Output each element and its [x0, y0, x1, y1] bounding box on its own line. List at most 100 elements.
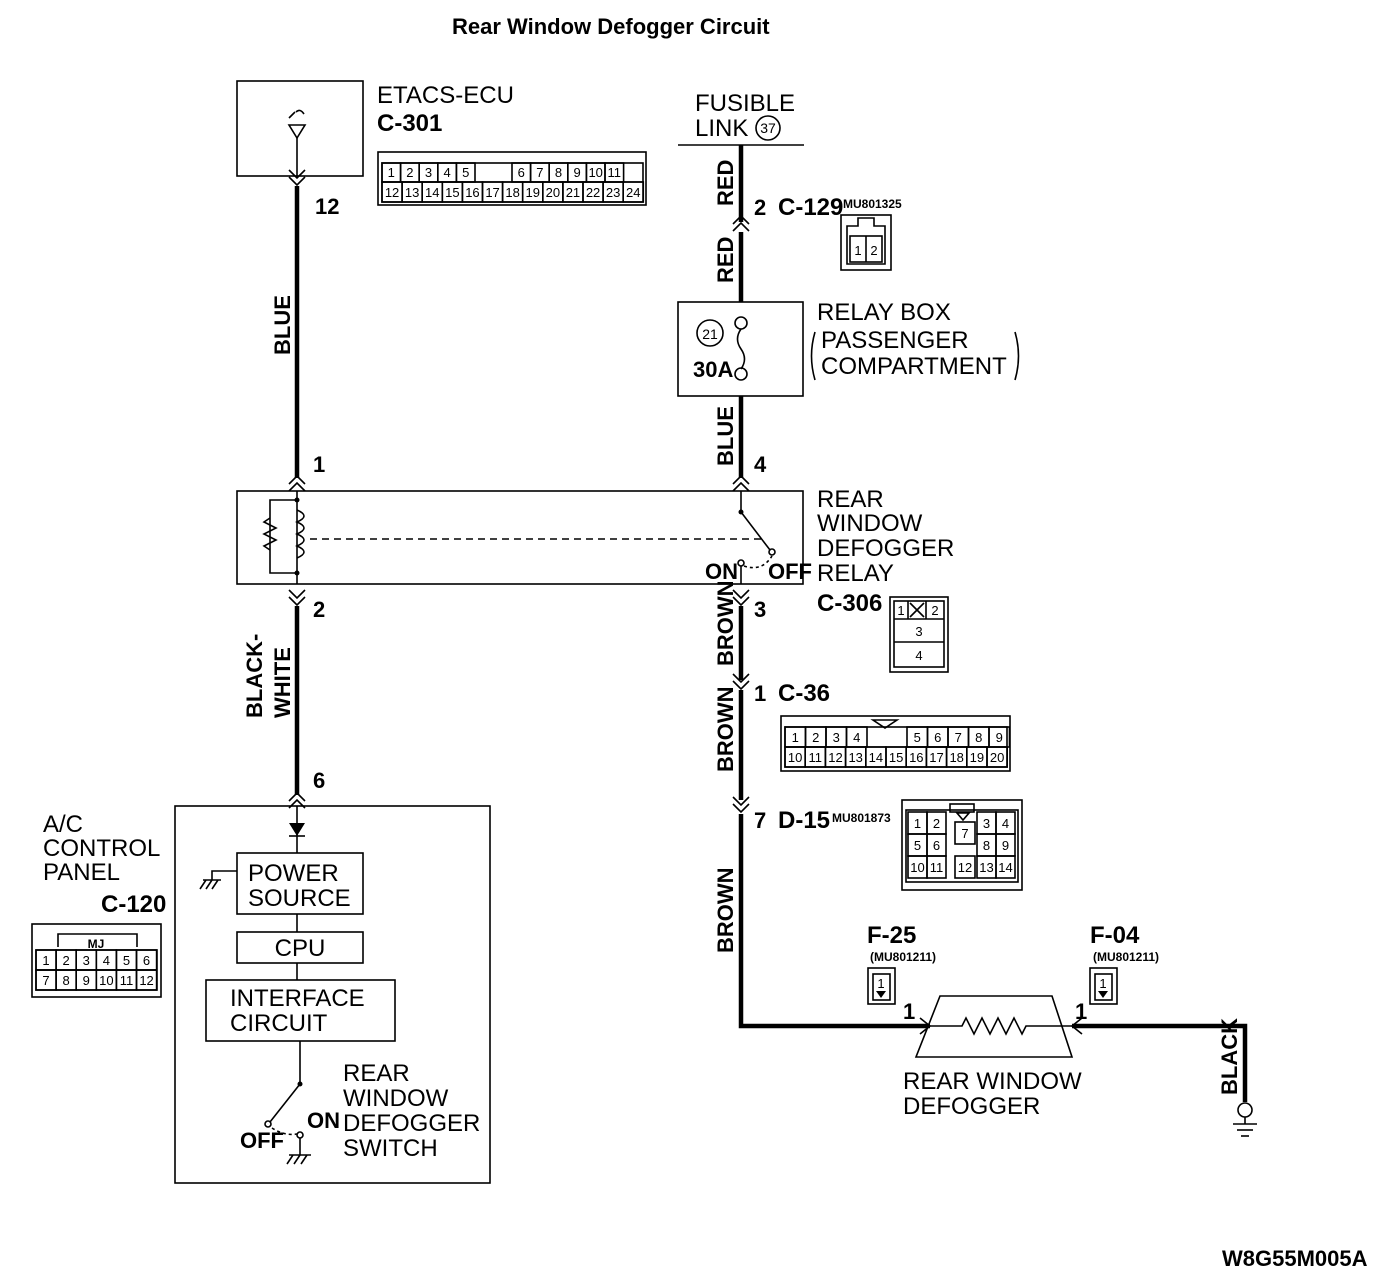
c301-pin-2: 2 [406, 165, 413, 180]
body-ground-icon [1233, 1102, 1257, 1137]
cpu-block [236, 931, 364, 964]
c36-pin-7: 7 [955, 730, 962, 745]
etacs-ecu: ETACS-ECU C-301 12 [236, 80, 514, 219]
c301-pin-19: 19 [526, 185, 540, 200]
f25-face-pin: 1 [877, 976, 884, 991]
c120-pin-7: 7 [42, 973, 49, 988]
f04-connector: F-04 (MU801211) 1 [1089, 922, 1159, 1005]
switch-ground-icon [286, 1154, 311, 1165]
f04-connector-label: F-04 [1090, 922, 1140, 949]
c36-pin-17: 17 [929, 750, 943, 765]
defogger-line1: REAR WINDOW [903, 1068, 1082, 1095]
relay-on-label: ON [705, 559, 738, 584]
etacs-name: ETACS-ECU [377, 82, 514, 109]
c301-pin-5: 5 [462, 165, 469, 180]
d15-pin-12: 12 [958, 860, 972, 875]
c301-pin-14: 14 [425, 185, 439, 200]
relay-line1: REAR [817, 486, 884, 513]
c36-pin-13: 13 [848, 750, 862, 765]
d15-pin-3: 3 [983, 816, 990, 831]
c36-pin-6: 6 [934, 730, 941, 745]
c120-pin-4: 4 [103, 953, 110, 968]
c306-connector-face: 1 2 3 4 [889, 596, 949, 673]
relay-pin-2: 2 [313, 597, 325, 622]
relay-pin-3: 3 [754, 597, 766, 622]
c36-pin-3: 3 [833, 730, 840, 745]
d15-pin-4: 4 [1002, 816, 1009, 831]
c36-pin-11: 11 [809, 750, 823, 765]
c301-pin-6: 6 [518, 165, 525, 180]
d15-pin-13: 13 [979, 860, 993, 875]
c129-pin: 2 [754, 195, 766, 220]
c120-pin-3: 3 [83, 953, 90, 968]
f04-part: (MU801211) [1093, 950, 1159, 964]
c36-pin-12: 12 [828, 750, 842, 765]
relay-line2: WINDOW [817, 510, 923, 537]
fusible-link-line1: FUSIBLE [695, 90, 795, 117]
d15-pin-14: 14 [998, 860, 1012, 875]
c129-pin-2: 2 [870, 243, 877, 258]
d15-part: MU801873 [832, 811, 891, 825]
c129-connector-face: 1 2 [840, 214, 892, 271]
c129-pin-1: 1 [854, 243, 861, 258]
f25-connector: F-25 (MU801211) 1 [867, 922, 936, 1005]
d15-pin-10: 10 [910, 860, 924, 875]
ac-panel-connector: C-120 [101, 891, 166, 918]
ac-panel-line1: A/C [43, 811, 83, 838]
c129-connector: C-129 [778, 194, 843, 221]
c120-pin-9: 9 [83, 973, 90, 988]
d15-pin-11: 11 [930, 860, 944, 875]
switch-line4: SWITCH [343, 1135, 438, 1162]
rear-window-defogger: REAR WINDOW DEFOGGER [903, 995, 1083, 1120]
c120-pin-8: 8 [63, 973, 70, 988]
power-source-line2: SOURCE [248, 885, 351, 912]
c36-pin-8: 8 [975, 730, 982, 745]
wire-label-black-white-1: BLACK- [242, 634, 267, 718]
d15-pin-8: 8 [983, 838, 990, 853]
etacs-connector: C-301 [377, 110, 442, 137]
relay-off-label: OFF [768, 559, 812, 584]
c120-pin-5: 5 [123, 953, 130, 968]
switch-on-label: ON [307, 1108, 340, 1133]
c301-pin-20: 20 [546, 185, 560, 200]
c301-pin-24: 24 [626, 185, 640, 200]
ac-control-panel: A/C CONTROL PANEL C-120 POWER SOURCE CPU… [43, 805, 491, 1184]
c301-pin-22: 22 [586, 185, 600, 200]
interface-line1: INTERFACE [230, 985, 365, 1012]
c36-pin-19: 19 [970, 750, 984, 765]
switch-line1: REAR [343, 1060, 410, 1087]
c36-pin-2: 2 [812, 730, 819, 745]
c301-pin-9: 9 [573, 165, 580, 180]
ac-panel-line3: PANEL [43, 859, 120, 886]
wire-label-black-white-2: WHITE [270, 647, 295, 718]
diagram-title: Rear Window Defogger Circuit [452, 14, 770, 39]
c301-pin-18: 18 [505, 185, 519, 200]
f25-connector-label: F-25 [867, 922, 916, 949]
d15-pin-2: 2 [933, 816, 940, 831]
c36-pin-4: 4 [853, 730, 860, 745]
cpu-label: CPU [275, 935, 326, 962]
c120-pin-1: 1 [42, 953, 49, 968]
f25-part: (MU801211) [870, 950, 936, 964]
c301-pin-11: 11 [608, 165, 622, 180]
c306-pin-1: 1 [897, 603, 904, 618]
c129-part: MU801325 [843, 197, 902, 211]
c36-pin-15: 15 [889, 750, 903, 765]
wire-label-red-top: RED [713, 160, 738, 206]
c36-pin-9: 9 [996, 730, 1003, 745]
wire-label-red-mid: RED [713, 237, 738, 283]
d15-connector: D-15 [778, 807, 830, 834]
d15-pin-5: 5 [914, 838, 921, 853]
wire-label-brown-1: BROWN [713, 580, 738, 666]
relay-connector: C-306 [817, 590, 882, 617]
interface-line2: CIRCUIT [230, 1010, 328, 1037]
switch-line3: DEFOGGER [343, 1110, 480, 1137]
relay-box-line3: COMPARTMENT [821, 353, 1007, 380]
c36-pin-16: 16 [909, 750, 923, 765]
c36-pin-18: 18 [949, 750, 963, 765]
c36-pin-1: 1 [792, 730, 799, 745]
